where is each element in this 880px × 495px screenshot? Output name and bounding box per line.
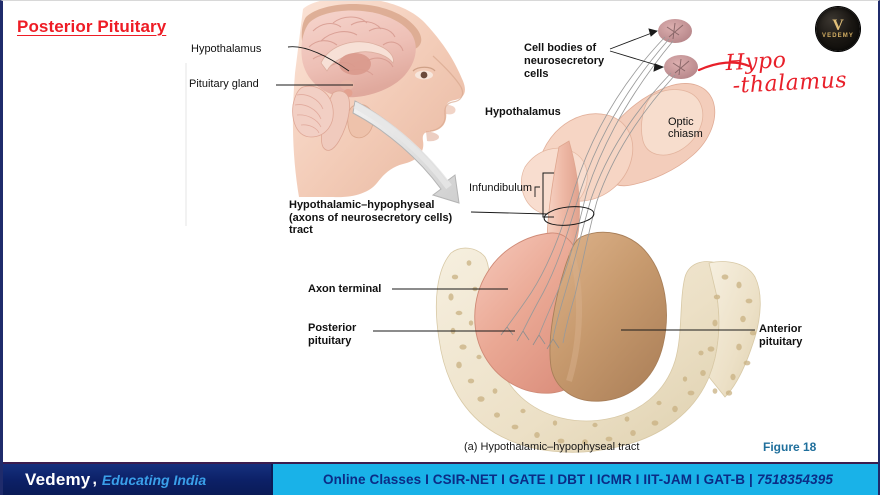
neurosecretory-cell-bodies	[658, 19, 698, 79]
label-hypothalamus-head: Hypothalamus	[191, 43, 262, 55]
anatomy-figure: Hypothalamus Pituitary gland Cell bodies…	[3, 1, 878, 463]
label-infundibulum: Infundibulum	[469, 182, 532, 194]
brand-comma: ,	[92, 470, 97, 488]
footer-courses-block: Online Classes I CSIR-NET I GATE I DBT I…	[271, 464, 878, 495]
page-title: Posterior Pituitary	[17, 17, 167, 36]
footer-courses-text: Online Classes I CSIR-NET I GATE I DBT I…	[323, 472, 753, 487]
footer-phone-number[interactable]: 7518354395	[756, 472, 833, 487]
logo-wordmark: VEDEMY	[822, 32, 854, 39]
head-sagittal-illustration	[292, 1, 465, 198]
label-anterior-pituitary: Anterior pituitary	[759, 323, 803, 348]
annotation-line-2: -thalamus	[732, 67, 848, 99]
logo-v-mark: V	[832, 16, 844, 34]
label-cell-bodies: Cell bodies of neurosecretory cells	[524, 42, 605, 80]
axon-tract-fibers	[506, 36, 676, 344]
label-axon-terminal: Axon terminal	[308, 283, 382, 295]
infundibulum-bracket	[542, 172, 554, 218]
bone-trabeculae	[448, 260, 757, 445]
label-hypothalamic-hypophyseal-tract: Hypothalamic–hypophyseal (axons of neuro…	[289, 199, 453, 236]
hypothalamus-region	[521, 83, 716, 215]
handwritten-annotation: Hypo -thalamus	[725, 46, 848, 99]
head-leader-lines	[276, 46, 353, 86]
figure-number: Figure 18	[763, 440, 817, 454]
label-optic-chiasm: Optic chiasm	[668, 116, 703, 140]
main-leader-lines	[373, 28, 755, 332]
label-hypothalamus-main: Hypothalamus	[485, 106, 561, 118]
footer-bar: Vedemy , Educating India Online Classes …	[3, 462, 878, 495]
brand-name: Vedemy	[25, 469, 91, 489]
sphenoid-bone	[435, 247, 761, 453]
vedemy-logo: V VEDEMY	[816, 7, 860, 51]
brand-tagline: Educating India	[101, 471, 207, 488]
infundibulum-marker-ellipse	[543, 206, 595, 226]
figure-artwork	[185, 1, 761, 453]
label-posterior-pituitary: Posterior pituitary	[308, 322, 357, 347]
label-pituitary-gland: Pituitary gland	[189, 78, 259, 90]
figure-caption: (a) Hypothalamic–hypophyseal tract	[464, 441, 640, 453]
annotation-arrow	[697, 61, 751, 72]
footer-brand-block: Vedemy , Educating India	[3, 464, 271, 495]
